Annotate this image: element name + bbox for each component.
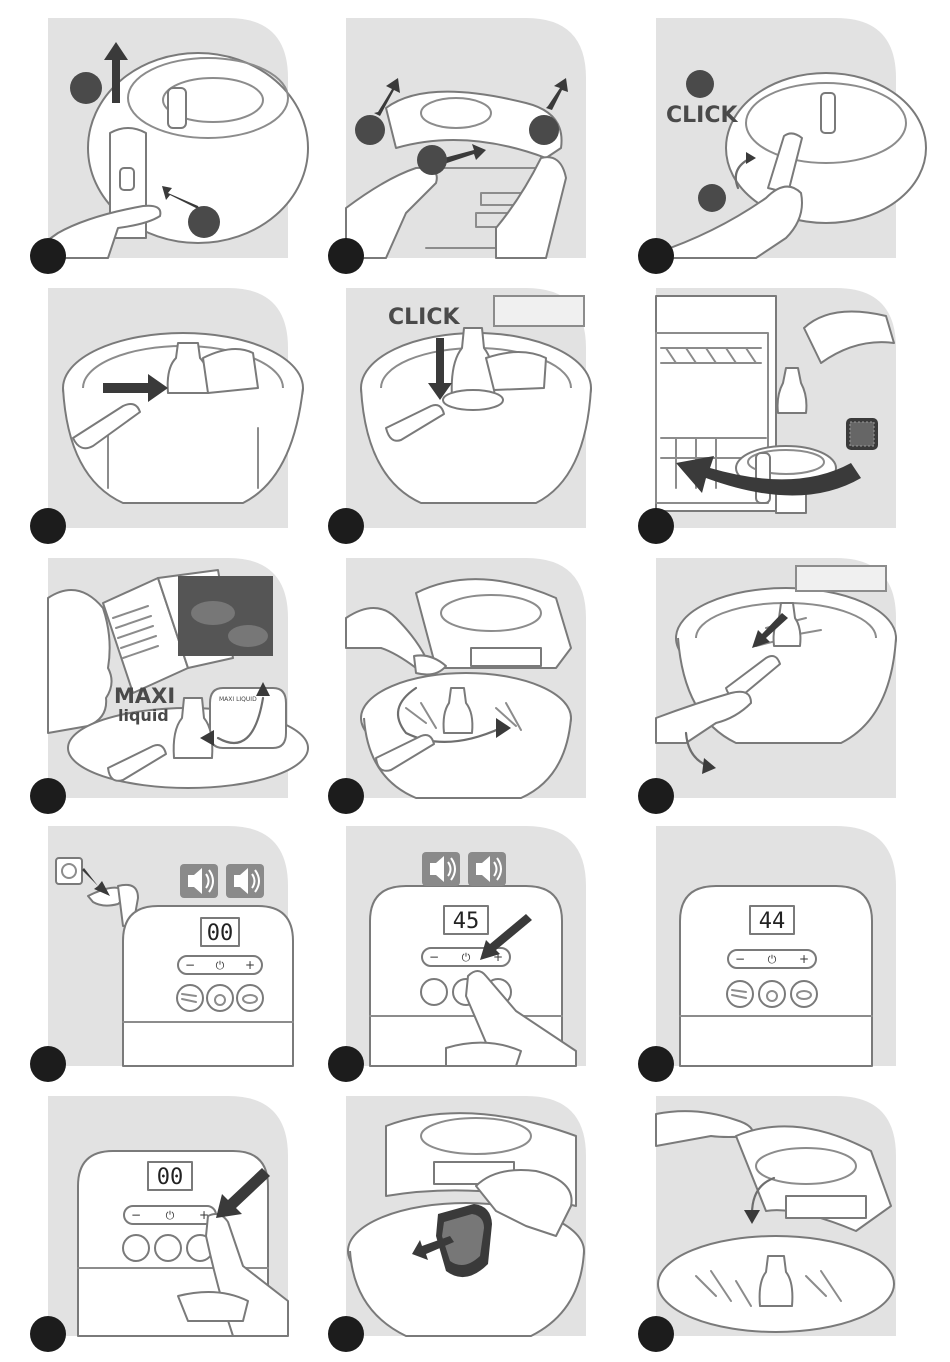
step-panel-5: CLICK — [346, 288, 586, 533]
step-panel-7: MAXI LIQUID MAXI liquid — [48, 558, 288, 803]
step-7-badge — [30, 778, 66, 814]
power-icon[interactable]: ⏻ — [462, 951, 471, 964]
power-icon[interactable]: ⏻ — [216, 959, 225, 972]
step-6-illustration — [656, 288, 896, 533]
step-5-badge — [328, 508, 364, 544]
chicken-icon — [791, 981, 817, 1007]
speaker-icon-4 — [468, 852, 506, 886]
step-15-illustration — [656, 1096, 896, 1341]
step-panel-14 — [346, 1096, 586, 1341]
step-panel-6 — [656, 288, 896, 533]
step-3-badge — [638, 238, 674, 274]
chicken-icon — [237, 985, 263, 1011]
display-readout-12: 44 — [759, 909, 786, 934]
step-15-badge — [638, 1316, 674, 1352]
step-panel-3: CLICK — [656, 18, 896, 263]
step-panel-1 — [48, 18, 288, 263]
maxi-liquid-tag: MAXI LIQUID — [219, 696, 257, 703]
step-1-illustration — [48, 18, 288, 263]
step-panel-12: 44 − ⏻ + — [656, 826, 896, 1071]
fries-icon — [123, 1235, 149, 1261]
step-4-badge — [30, 508, 66, 544]
step-13-badge — [30, 1316, 66, 1352]
power-socket-icon — [56, 858, 82, 884]
minus-button[interactable]: − — [185, 958, 195, 972]
minus-button[interactable]: − — [131, 1208, 141, 1222]
plus-button[interactable]: + — [245, 958, 255, 972]
step-1-badge — [30, 238, 66, 274]
step-14-badge — [328, 1316, 364, 1352]
step-10-illustration: 00 − ⏻ + — [48, 826, 288, 1071]
click-label-1: CLICK — [666, 103, 738, 128]
fries-icon — [421, 979, 447, 1005]
step-panel-13: 00 − ⏻ + — [48, 1096, 288, 1341]
step-6-badge — [638, 508, 674, 544]
step-13-illustration: 00 − ⏻ + — [48, 1096, 288, 1341]
plus-button[interactable]: + — [799, 952, 809, 966]
display-readout-10: 00 — [207, 921, 234, 946]
step-8-badge — [328, 778, 364, 814]
click-label-2: CLICK — [388, 305, 460, 330]
speaker-icon-2 — [226, 864, 264, 898]
step-11-badge — [328, 1046, 364, 1082]
step-4-illustration — [48, 288, 288, 533]
step-7-illustration: MAXI LIQUID MAXI liquid — [48, 558, 288, 803]
vegetable-icon — [155, 1235, 181, 1261]
step-12-badge — [638, 1046, 674, 1082]
step-5-illustration: CLICK — [346, 288, 586, 533]
step-2-badge — [328, 238, 364, 274]
step-12-illustration: 44 − ⏻ + — [656, 826, 896, 1071]
step-panel-9 — [656, 558, 896, 803]
step-3-illustration: CLICK — [656, 18, 896, 263]
power-icon[interactable]: ⏻ — [768, 953, 777, 966]
step-panel-8 — [346, 558, 586, 803]
display-readout-11: 45 — [453, 909, 480, 934]
power-icon[interactable]: ⏻ — [166, 1209, 175, 1222]
step-2-illustration — [346, 18, 586, 263]
step-panel-15 — [656, 1096, 896, 1341]
step-9-illustration — [656, 558, 896, 803]
step-10-badge — [30, 1046, 66, 1082]
step-9-badge — [638, 778, 674, 814]
minus-button[interactable]: − — [735, 952, 745, 966]
liquid-label: liquid — [118, 706, 169, 725]
step-panel-4 — [48, 288, 288, 533]
maxi-label: MAXI — [114, 684, 175, 708]
minus-button[interactable]: − — [429, 950, 439, 964]
vegetable-icon — [759, 981, 785, 1007]
step-8-illustration — [346, 558, 586, 803]
step-11-illustration: 45 − ⏻ + — [346, 826, 586, 1071]
step-panel-2 — [346, 18, 586, 263]
speaker-icon-1 — [180, 864, 218, 898]
step-14-illustration — [346, 1096, 586, 1341]
display-readout-13: 00 — [157, 1165, 184, 1190]
step-panel-10: 00 − ⏻ + — [48, 826, 288, 1071]
step-panel-11: 45 − ⏻ + — [346, 826, 586, 1071]
speaker-icon-3 — [422, 852, 460, 886]
fries-icon — [177, 985, 203, 1011]
fries-icon — [727, 981, 753, 1007]
vegetable-icon — [207, 985, 233, 1011]
